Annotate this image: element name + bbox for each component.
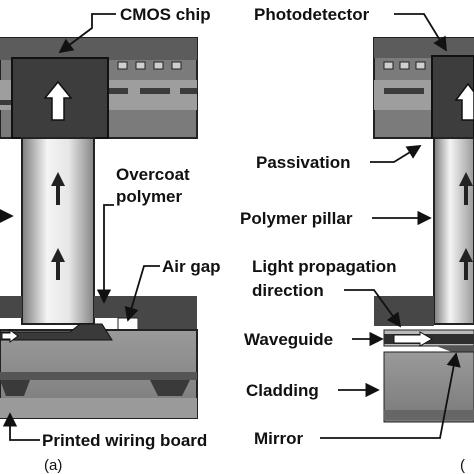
chip-top-layer-b [374,38,474,58]
label-photodetector: Photodetector [254,5,370,24]
right-arrow-icon [393,331,433,347]
leader-lines [0,13,461,441]
waveguide-core-a [0,323,113,341]
board-trace [0,372,197,380]
label-polymer-pillar: Polymer pillar [240,209,353,228]
panel-a [0,37,198,419]
up-arrow-icon [43,80,73,121]
polymer-pillar-b [433,137,474,325]
label-waveguide: Waveguide [244,330,333,349]
label-mirror: Mirror [254,429,304,448]
overcoat-layer-right [94,296,197,318]
board-vias [0,380,190,396]
label-passivation: Passivation [256,153,351,172]
panel-b [373,37,474,423]
board-bottom [0,398,197,418]
overcoat-lower-right [138,318,197,332]
up-arrow-icon [51,248,65,280]
polymer-pillar-a [21,137,95,325]
label-light-prop-2: direction [252,281,324,300]
right-arrow-icon [1,329,19,343]
chip-metal-lines [0,88,197,105]
chip-line-b [384,88,424,94]
labels: CMOS chip Overcoat polymer Air gap Print… [42,5,465,474]
up-arrow-icon [454,82,474,121]
label-overcoat-1: Overcoat [116,165,190,184]
overcoat-layer-b [374,296,434,326]
chip-bumps [117,61,182,70]
overcoat-layer-left [0,296,22,318]
chip-bumps-b [383,61,426,70]
label-printed-wiring-board: Printed wiring board [42,431,207,450]
label-light-prop-1: Light propagation [252,257,396,276]
up-arrow-icon [459,248,473,280]
mirror [436,346,474,352]
cmos-chip-top-layer [0,38,197,60]
label-cmos-chip: CMOS chip [120,5,211,24]
board-strip-b [384,410,474,420]
label-cladding: Cladding [246,381,319,400]
up-arrow-icon [459,172,473,205]
up-arrow-icon [51,172,65,205]
label-overcoat-2: polymer [116,187,183,206]
label-panel-a: (a) [44,457,62,474]
label-air-gap: Air gap [162,257,221,276]
label-panel-b: ( [460,457,465,474]
